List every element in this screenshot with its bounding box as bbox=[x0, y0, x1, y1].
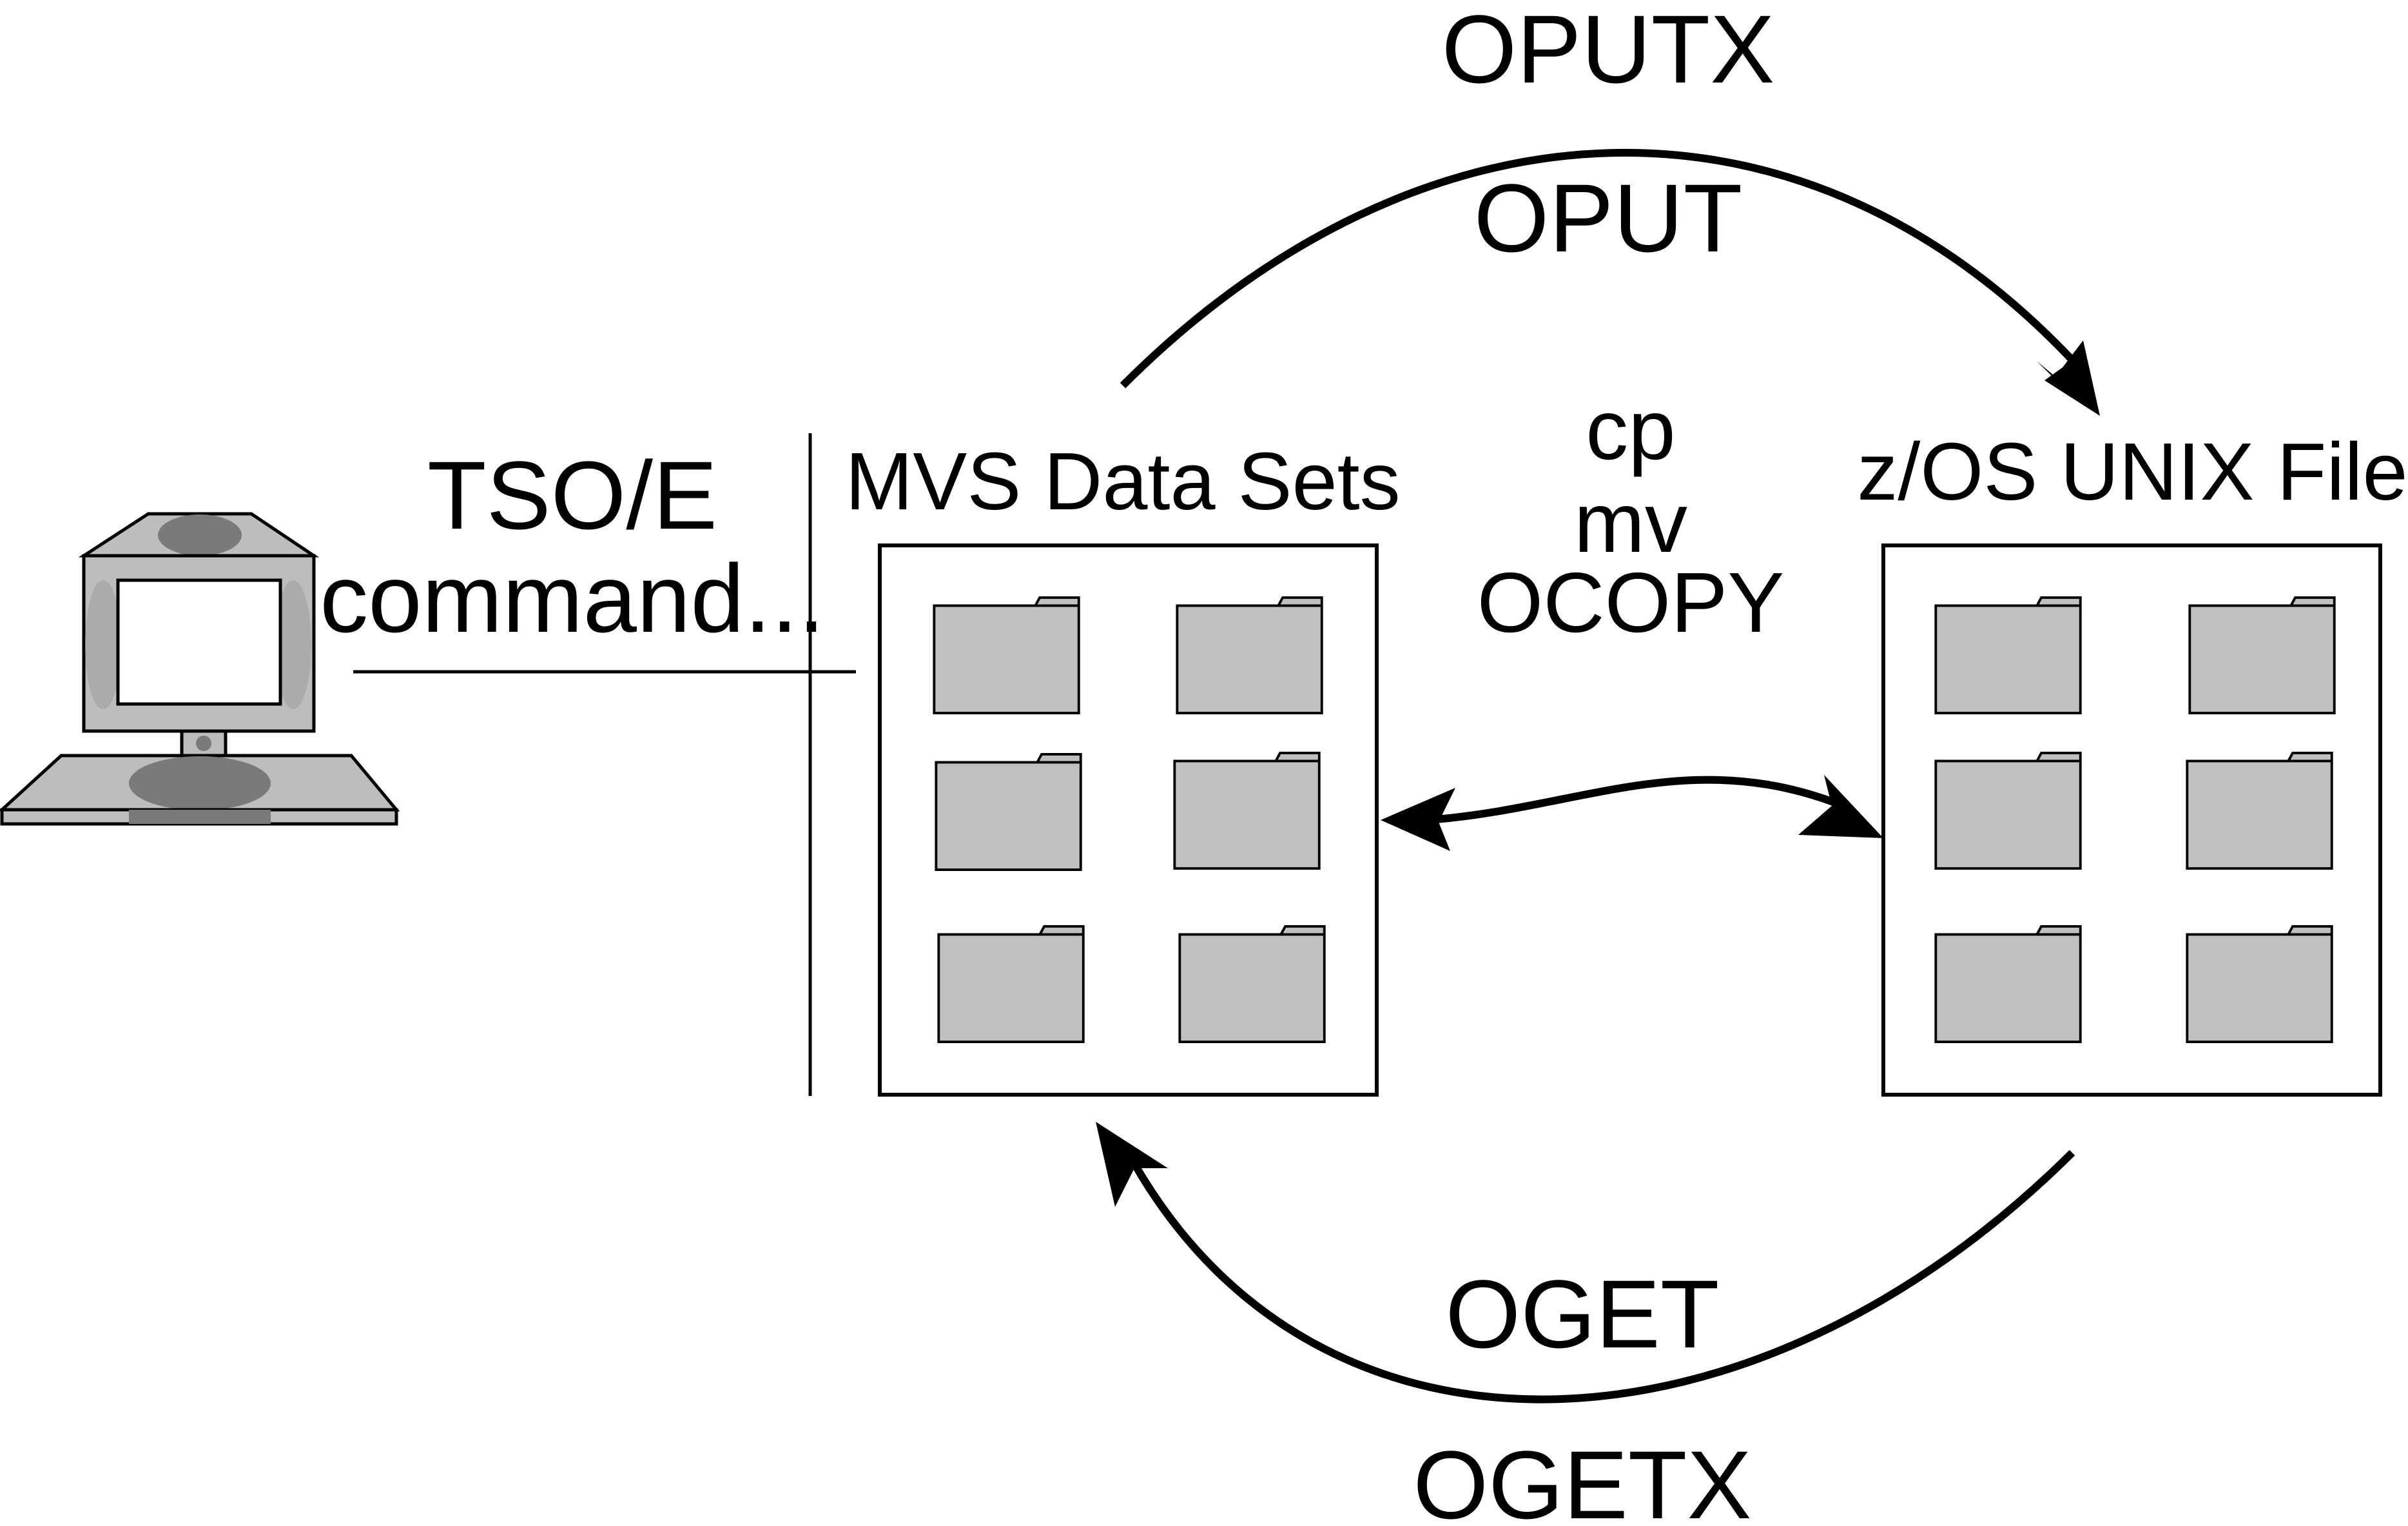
folder-icon bbox=[2186, 925, 2333, 1043]
folder-icon bbox=[933, 596, 1080, 714]
oput-label: OPUT bbox=[1474, 164, 1743, 272]
tso-label-line1: TSO/E bbox=[427, 441, 717, 549]
oget-arrowhead bbox=[1096, 1122, 1168, 1207]
folder-icon bbox=[1934, 752, 2082, 870]
computer-terminal-icon bbox=[0, 512, 400, 826]
folder-icon bbox=[935, 753, 1082, 871]
folder-icon bbox=[1178, 925, 1326, 1043]
folder-icon bbox=[1173, 752, 1321, 870]
copy-arrowhead-left bbox=[1381, 788, 1455, 851]
oget-arrow-arc bbox=[1131, 1149, 2075, 1404]
mvs-data-sets-title: MVS Data Sets bbox=[845, 436, 1400, 527]
ogetx-label: OGETX bbox=[1413, 1431, 1751, 1526]
folder-icon bbox=[937, 925, 1085, 1043]
folder-icon bbox=[1934, 925, 2082, 1043]
oputx-label: OPUTX bbox=[1442, 0, 1775, 103]
copy-double-arrow bbox=[1427, 776, 1845, 824]
mv-label: mv bbox=[1574, 475, 1687, 570]
folder-icon bbox=[1176, 596, 1323, 714]
ocopy-label: OCOPY bbox=[1477, 555, 1785, 650]
oput-arrow-arc bbox=[1120, 148, 2088, 389]
oget-label: OGET bbox=[1445, 1260, 1719, 1368]
zos-unix-files-title: z/OS UNIX Files bbox=[1857, 426, 2408, 517]
copy-arrowhead-right bbox=[1798, 775, 1883, 838]
folder-icon bbox=[2188, 596, 2336, 714]
cp-label: cp bbox=[1586, 382, 1675, 477]
folder-icon bbox=[2186, 752, 2333, 870]
tso-label-line2: command... bbox=[320, 544, 825, 652]
folder-icon bbox=[1934, 596, 2082, 714]
